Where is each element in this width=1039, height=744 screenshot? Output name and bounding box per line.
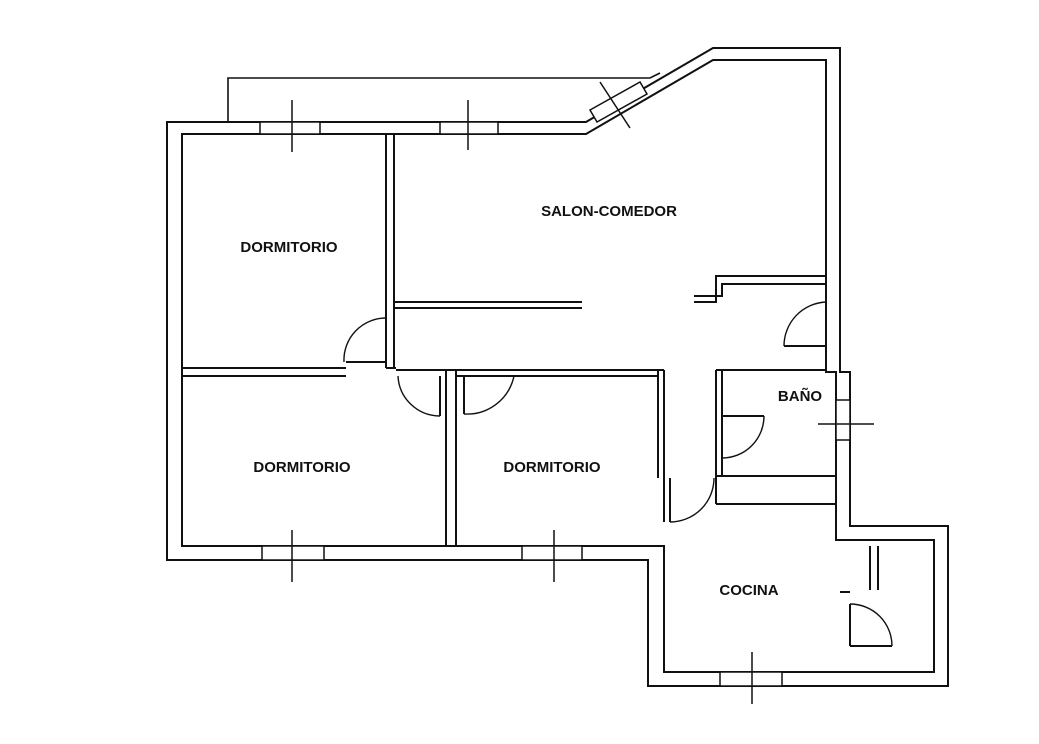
room-label-dormitorio-3: DORMITORIO <box>503 459 601 476</box>
room-label-dormitorio-1: DORMITORIO <box>240 239 338 256</box>
room-label-cocina: COCINA <box>719 582 778 599</box>
door-salon-east <box>783 301 827 347</box>
door-cocina-pantry <box>849 603 893 647</box>
door-bano <box>721 415 765 459</box>
room-label-dormitorio-2: DORMITORIO <box>253 459 351 476</box>
windows <box>259 80 874 704</box>
door-dormitorio-2 <box>397 375 441 417</box>
balcony <box>227 72 661 122</box>
door-dormitorio-3 <box>463 375 515 415</box>
exterior-walls <box>166 47 949 687</box>
interior-walls <box>182 134 879 593</box>
door-cocina <box>663 477 715 523</box>
room-label-salon: SALON-COMEDOR <box>541 203 677 220</box>
door-dormitorio-1 <box>343 317 387 363</box>
room-label-bano: BAÑO <box>778 387 822 405</box>
